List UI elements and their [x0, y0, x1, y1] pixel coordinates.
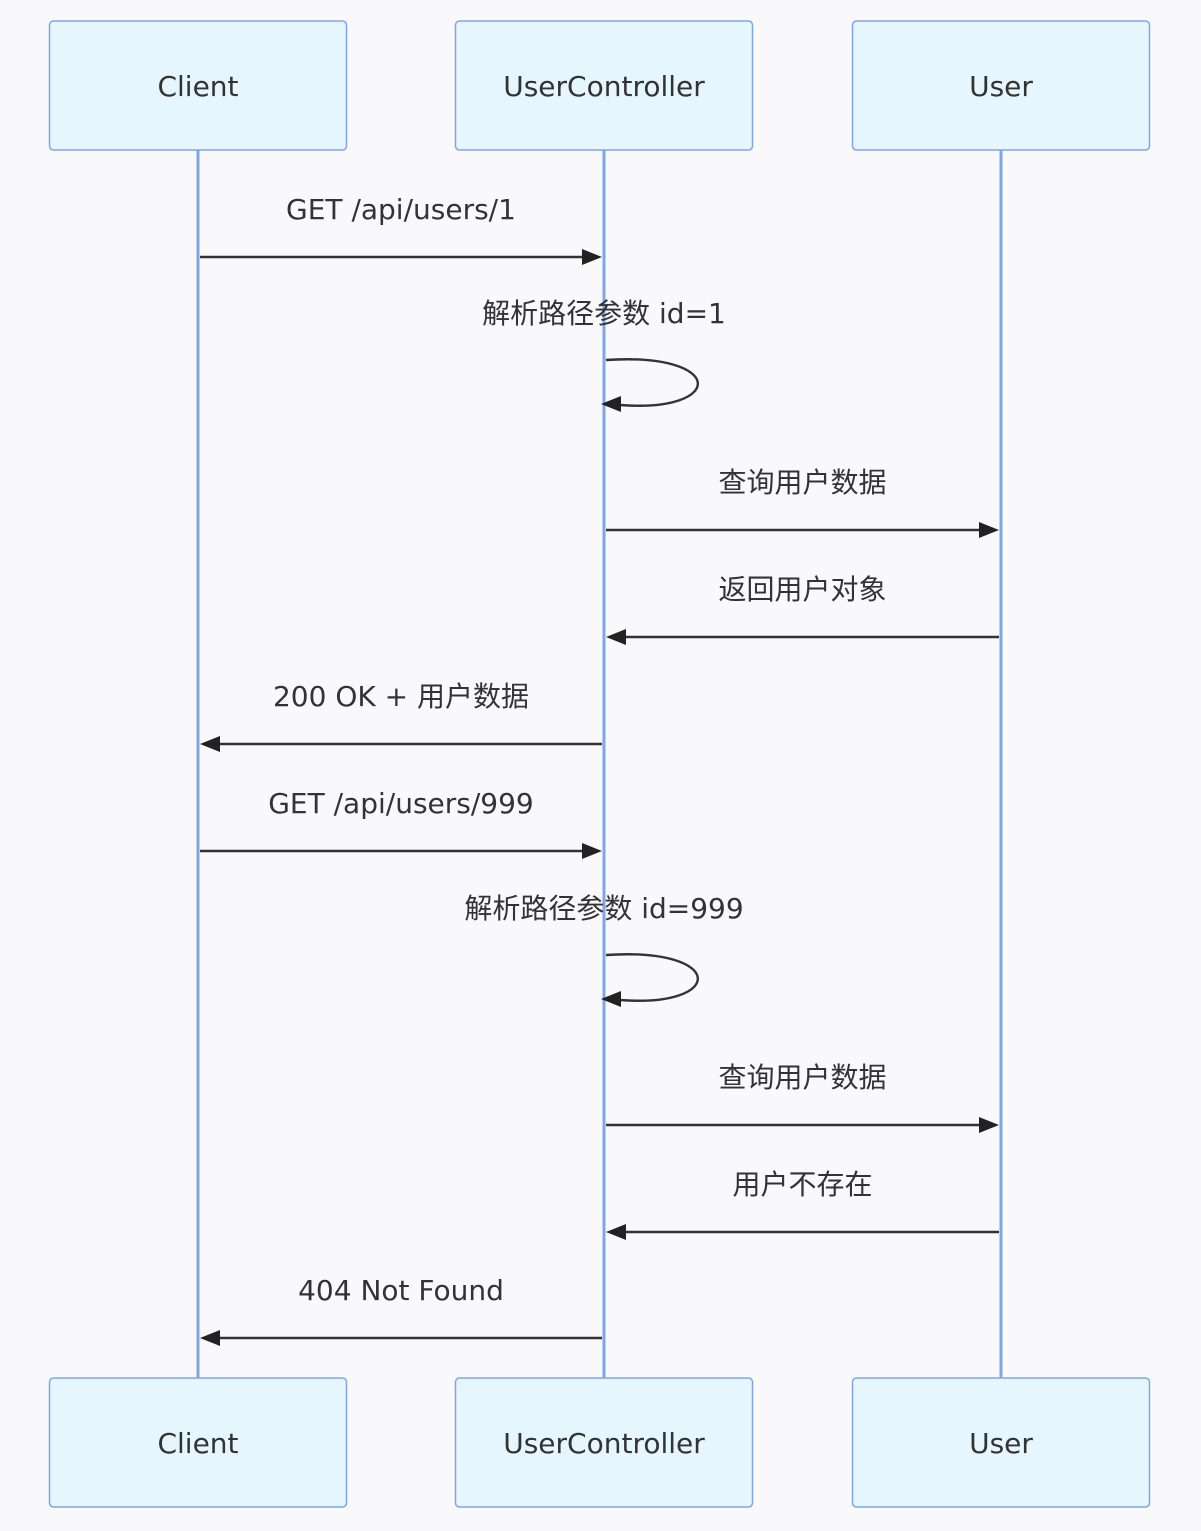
actor-label: UserController — [503, 1427, 705, 1460]
message-7: 解析路径参数 id=999 — [464, 892, 744, 1007]
actor-controller-bottom: UserController — [454, 1377, 754, 1508]
message-label: 解析路径参数 id=999 — [464, 892, 743, 925]
message-4: 返回用户对象 — [606, 573, 999, 645]
arrowhead — [200, 736, 220, 752]
message-label: 解析路径参数 id=1 — [482, 297, 726, 330]
message-label: GET /api/users/999 — [268, 787, 534, 820]
arrowhead — [979, 522, 999, 538]
message-2: 解析路径参数 id=1 — [482, 297, 726, 412]
message-label: 404 Not Found — [298, 1274, 504, 1307]
arrowhead — [606, 1224, 626, 1240]
arrowhead — [582, 843, 602, 859]
message-line — [605, 953, 699, 1002]
message-label: GET /api/users/1 — [286, 193, 516, 226]
actor-user-top: User — [851, 20, 1151, 151]
actor-user-bottom: User — [851, 1377, 1151, 1508]
actor-box — [454, 20, 754, 151]
message-label: 返回用户对象 — [718, 573, 886, 606]
actor-client-bottom: Client — [48, 1377, 348, 1508]
actor-box — [48, 1377, 348, 1508]
message-label: 用户不存在 — [732, 1168, 872, 1201]
message-line — [605, 358, 699, 407]
actor-label: Client — [157, 70, 238, 103]
actors-bottom: Client UserController User — [48, 1377, 1151, 1508]
actors-top: Client UserController User — [48, 20, 1151, 151]
message-6: GET /api/users/999 — [200, 787, 602, 859]
message-1: GET /api/users/1 — [200, 193, 602, 265]
message-3: 查询用户数据 — [606, 466, 999, 538]
arrowhead — [601, 396, 621, 412]
actor-controller-top: UserController — [454, 20, 754, 151]
message-10: 404 Not Found — [200, 1274, 602, 1346]
message-label: 查询用户数据 — [718, 466, 886, 499]
actor-box — [851, 1377, 1151, 1508]
arrowhead — [606, 629, 626, 645]
message-label: 查询用户数据 — [718, 1061, 886, 1094]
actor-box — [454, 1377, 754, 1508]
actor-label: UserController — [503, 70, 705, 103]
arrowhead — [601, 991, 621, 1007]
message-8: 查询用户数据 — [606, 1061, 999, 1133]
arrowhead — [200, 1330, 220, 1346]
message-5: 200 OK + 用户数据 — [200, 680, 602, 752]
actor-client-top: Client — [48, 20, 348, 151]
actor-box — [48, 20, 348, 151]
actor-label: User — [969, 1427, 1033, 1460]
message-label: 200 OK + 用户数据 — [273, 680, 529, 713]
actor-label: Client — [157, 1427, 238, 1460]
arrowhead — [979, 1117, 999, 1133]
arrowhead — [582, 249, 602, 265]
actor-label: User — [969, 70, 1033, 103]
actor-box — [851, 20, 1151, 151]
message-9: 用户不存在 — [606, 1168, 999, 1240]
lifelines — [196, 150, 1003, 1378]
